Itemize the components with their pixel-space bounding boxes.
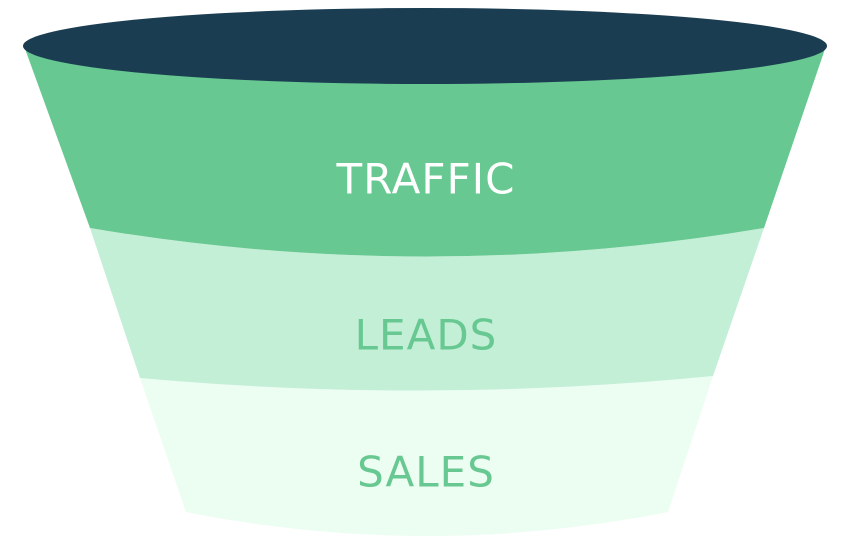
- stage-label-traffic: TRAFFIC: [336, 155, 516, 204]
- stage-label-leads: LEADS: [355, 311, 498, 360]
- funnel-stage-leads: [90, 228, 764, 391]
- stage-label-sales: SALES: [357, 448, 495, 497]
- funnel-stage-sales: [140, 376, 713, 536]
- funnel-stage-traffic: [24, 46, 826, 257]
- funnel-rim: [23, 8, 827, 84]
